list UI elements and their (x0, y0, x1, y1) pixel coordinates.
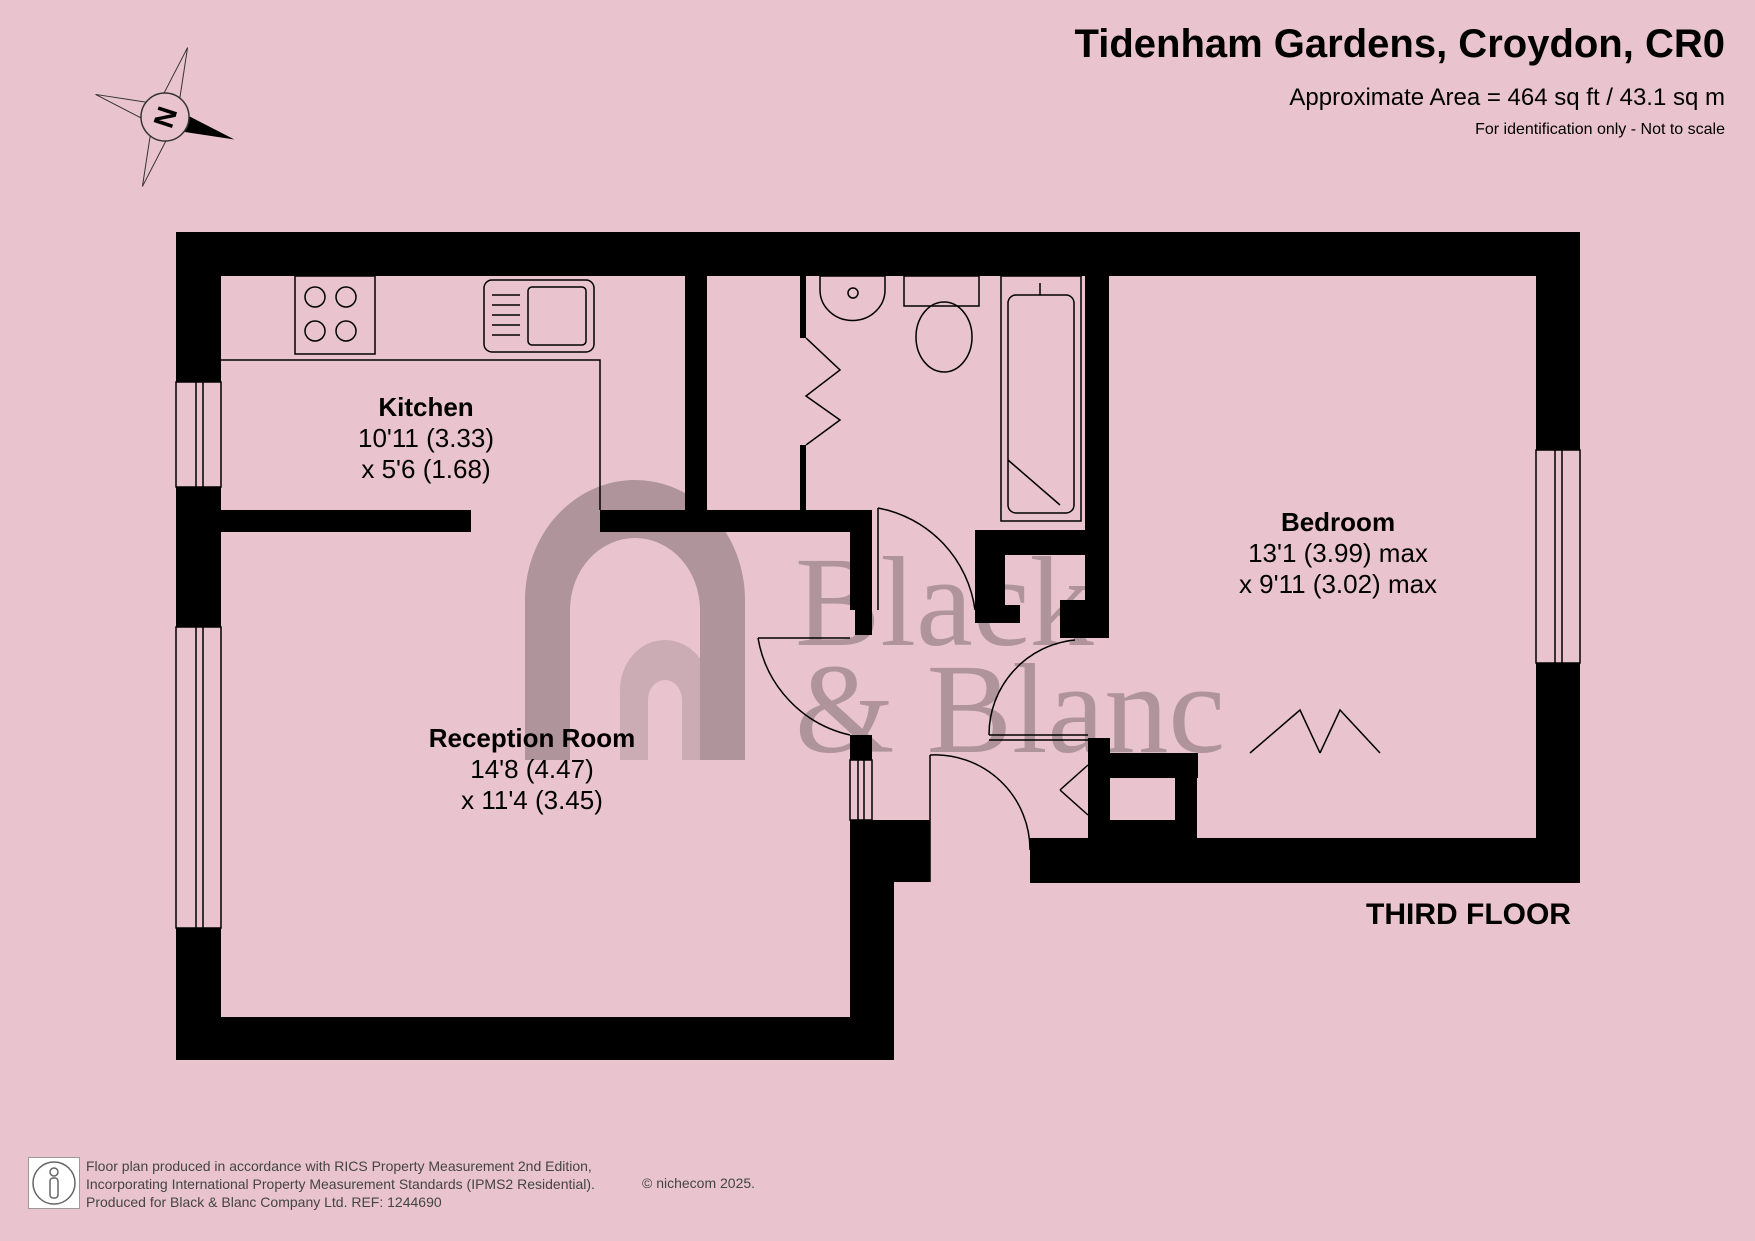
area-text: Approximate Area = 464 sq ft / 43.1 sq m (1289, 84, 1725, 111)
room-dim1: 14'8 (4.47) (470, 754, 594, 784)
room-dim2: x 11'4 (3.45) (461, 785, 603, 815)
room-dim1: 13'1 (3.99) max (1248, 538, 1428, 568)
room-name: Kitchen (378, 392, 474, 422)
page-title: Tidenham Gardens, Croydon, CR0 (1074, 22, 1726, 66)
fixtures (175, 275, 1581, 929)
walls (176, 232, 1580, 1060)
footer-line: Incorporating International Property Mea… (86, 1176, 595, 1192)
room-dim2: x 5'6 (1.68) (361, 454, 491, 484)
room-reception: Reception Room 14'8 (4.47) x 11'4 (3.45) (429, 723, 636, 816)
disclaimer-text: For identification only - Not to scale (1475, 121, 1725, 138)
copyright-text: © nichecom 2025. (642, 1175, 756, 1191)
compass-icon: N (95, 47, 235, 187)
room-dim1: 10'11 (3.33) (357, 423, 495, 453)
footer-line: Floor plan produced in accordance with R… (86, 1158, 592, 1174)
room-bedroom: Bedroom 13'1 (3.99) max x 9'11 (3.02) ma… (1239, 507, 1437, 600)
room-kitchen: Kitchen 10'11 (3.33) x 5'6 (1.68) (358, 392, 494, 485)
room-name: Reception Room (428, 723, 636, 753)
footer-text: Floor plan produced in accordance with R… (86, 1157, 595, 1211)
person-icon (28, 1157, 80, 1209)
room-dim2: x 9'11 (3.02) max (1238, 569, 1438, 599)
room-name: Bedroom (1280, 507, 1396, 537)
floor-label: THIRD FLOOR (1366, 898, 1571, 931)
footer-line: Produced for Black & Blanc Company Ltd. … (86, 1194, 442, 1210)
